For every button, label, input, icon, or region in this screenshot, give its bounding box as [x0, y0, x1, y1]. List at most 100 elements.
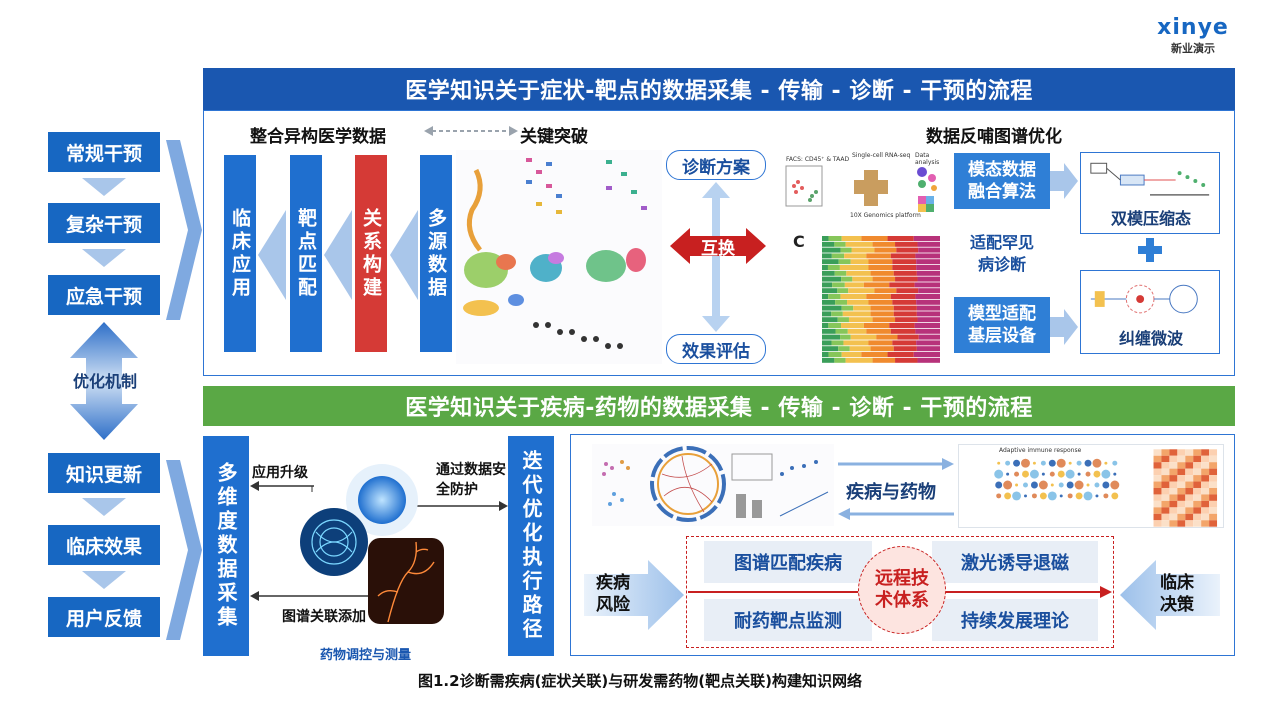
stack-segment [846, 270, 871, 276]
heatmap-cell [1209, 507, 1218, 514]
heatmap-cell [1201, 449, 1210, 456]
heatmap-dot [1047, 491, 1057, 501]
sidebar-item-clinical[interactable]: 临床效果 [48, 525, 160, 565]
heatmap-cell [1153, 513, 1162, 521]
heatmap-cell [1169, 475, 1178, 482]
stack-segment [822, 253, 832, 259]
heatmap-dot [1004, 492, 1012, 500]
heatmap-cell [1169, 481, 1178, 488]
stack-segment [828, 323, 842, 328]
stack-segment [822, 265, 828, 270]
stack-segment [842, 311, 871, 317]
heatmap-cell [1193, 462, 1202, 469]
heatmap-cell [1209, 487, 1218, 495]
chevron-down-icon [82, 178, 126, 196]
chevron-left-icon [258, 210, 286, 300]
stack-segment [841, 276, 853, 282]
heatmap-cell [1153, 481, 1162, 488]
sidebar-item-complex[interactable]: 复杂干预 [48, 203, 160, 243]
stack-segment [822, 340, 832, 346]
heatmap-cell [1185, 494, 1194, 501]
sidebar-item-knowledge[interactable]: 知识更新 [48, 453, 160, 493]
stack-segment [822, 247, 841, 253]
opt-box-fusion: 模态数据融合算法 [954, 153, 1050, 209]
arrow-right-icon [584, 560, 684, 630]
sidebar-item-feedback[interactable]: 用户反馈 [48, 597, 160, 637]
stack-segment [868, 259, 893, 265]
medical-device-image [300, 464, 444, 624]
stack-segment [844, 282, 864, 288]
heatmap-dot [1113, 472, 1117, 476]
stack-segment [822, 241, 835, 247]
heatmap-cell [1169, 513, 1178, 521]
circos-figure [592, 444, 834, 526]
heatmap-dot [1111, 492, 1119, 500]
sidebar-item-emergency[interactable]: 应急干预 [48, 275, 160, 315]
result-compression-label: 双模压缩态 [1110, 209, 1191, 228]
heatmap-figure: Adaptive immune response [958, 444, 1224, 528]
chevron-down-icon [82, 498, 126, 516]
opt-rare-disease-text: 适配罕见病诊断 [969, 233, 1034, 274]
chevron-down-icon [82, 249, 126, 267]
heatmap-cell [1209, 481, 1218, 488]
heatmap-dot [1075, 492, 1083, 500]
heatmap-dot [1039, 492, 1047, 500]
heatmap-dot [1077, 472, 1081, 476]
stack-segment [843, 340, 869, 346]
stack-segment [848, 317, 873, 323]
header-feedback: 数据反哺图谱优化 [926, 127, 1062, 147]
heatmap-cell [1169, 494, 1178, 501]
heatmap-dot [1031, 493, 1037, 499]
stack-segment [866, 328, 891, 334]
heatmap-cell [1161, 481, 1170, 488]
heatmap-dot [1095, 494, 1099, 498]
stack-segment [895, 241, 918, 247]
heatmap-dot [1110, 480, 1120, 490]
heatmap-dot [1057, 470, 1065, 478]
stack-segment [845, 357, 873, 363]
heatmap-dot [1102, 481, 1110, 489]
heatmap-dot [1058, 482, 1064, 488]
heatmap-cell [1177, 513, 1186, 521]
stack-segment [822, 357, 835, 363]
heatmap-cell [1201, 520, 1210, 527]
heatmap-dot [1103, 493, 1109, 499]
stack-segment [918, 247, 940, 253]
stack-segment [893, 311, 917, 317]
stack-segment [916, 340, 940, 346]
heatmap-cell [1153, 487, 1162, 495]
heatmap-dot [1092, 458, 1102, 468]
heatmap-dot [1094, 482, 1100, 488]
opt-rare-disease: 适配罕见病诊断 [954, 232, 1050, 276]
stack-segment [835, 328, 848, 334]
stack-segment [914, 282, 940, 288]
app-upgrade-label: 应用升级 [252, 465, 308, 481]
double-dashed-arrow-icon [424, 126, 518, 136]
heatmap-cell [1177, 500, 1186, 508]
heatmap-dot [1029, 469, 1039, 479]
heatmap-cell [1185, 507, 1194, 514]
logo-subtitle: 新业演示 [1171, 42, 1215, 55]
stack-segment [868, 265, 893, 270]
heatmap-cell [1201, 462, 1210, 469]
heatmap-dot [1003, 480, 1013, 490]
heatmap-cell [1161, 468, 1170, 476]
brand-logo: xinye 新业演示 [1148, 16, 1238, 56]
stack-segment [822, 276, 842, 282]
mechanism-label: 优化机制 [72, 372, 137, 391]
heatmap-cell [1161, 455, 1170, 463]
heatmap-dot [1024, 494, 1027, 498]
heatmap-cell [1153, 455, 1162, 463]
exchange-arrow-icon [670, 228, 766, 264]
heatmap-dot [1084, 459, 1092, 467]
stack-segment [861, 352, 888, 357]
arrow-left-icon [250, 591, 380, 601]
heatmap-cell [1177, 462, 1186, 469]
arrow-left-icon [1120, 560, 1220, 630]
stack-segment [897, 334, 919, 340]
stack-segment [850, 259, 869, 265]
stack-segment [845, 241, 873, 247]
da-label: Data analysis [915, 152, 940, 166]
sidebar-item-routine[interactable]: 常规干预 [48, 132, 160, 172]
heatmap-cell [1201, 481, 1210, 488]
